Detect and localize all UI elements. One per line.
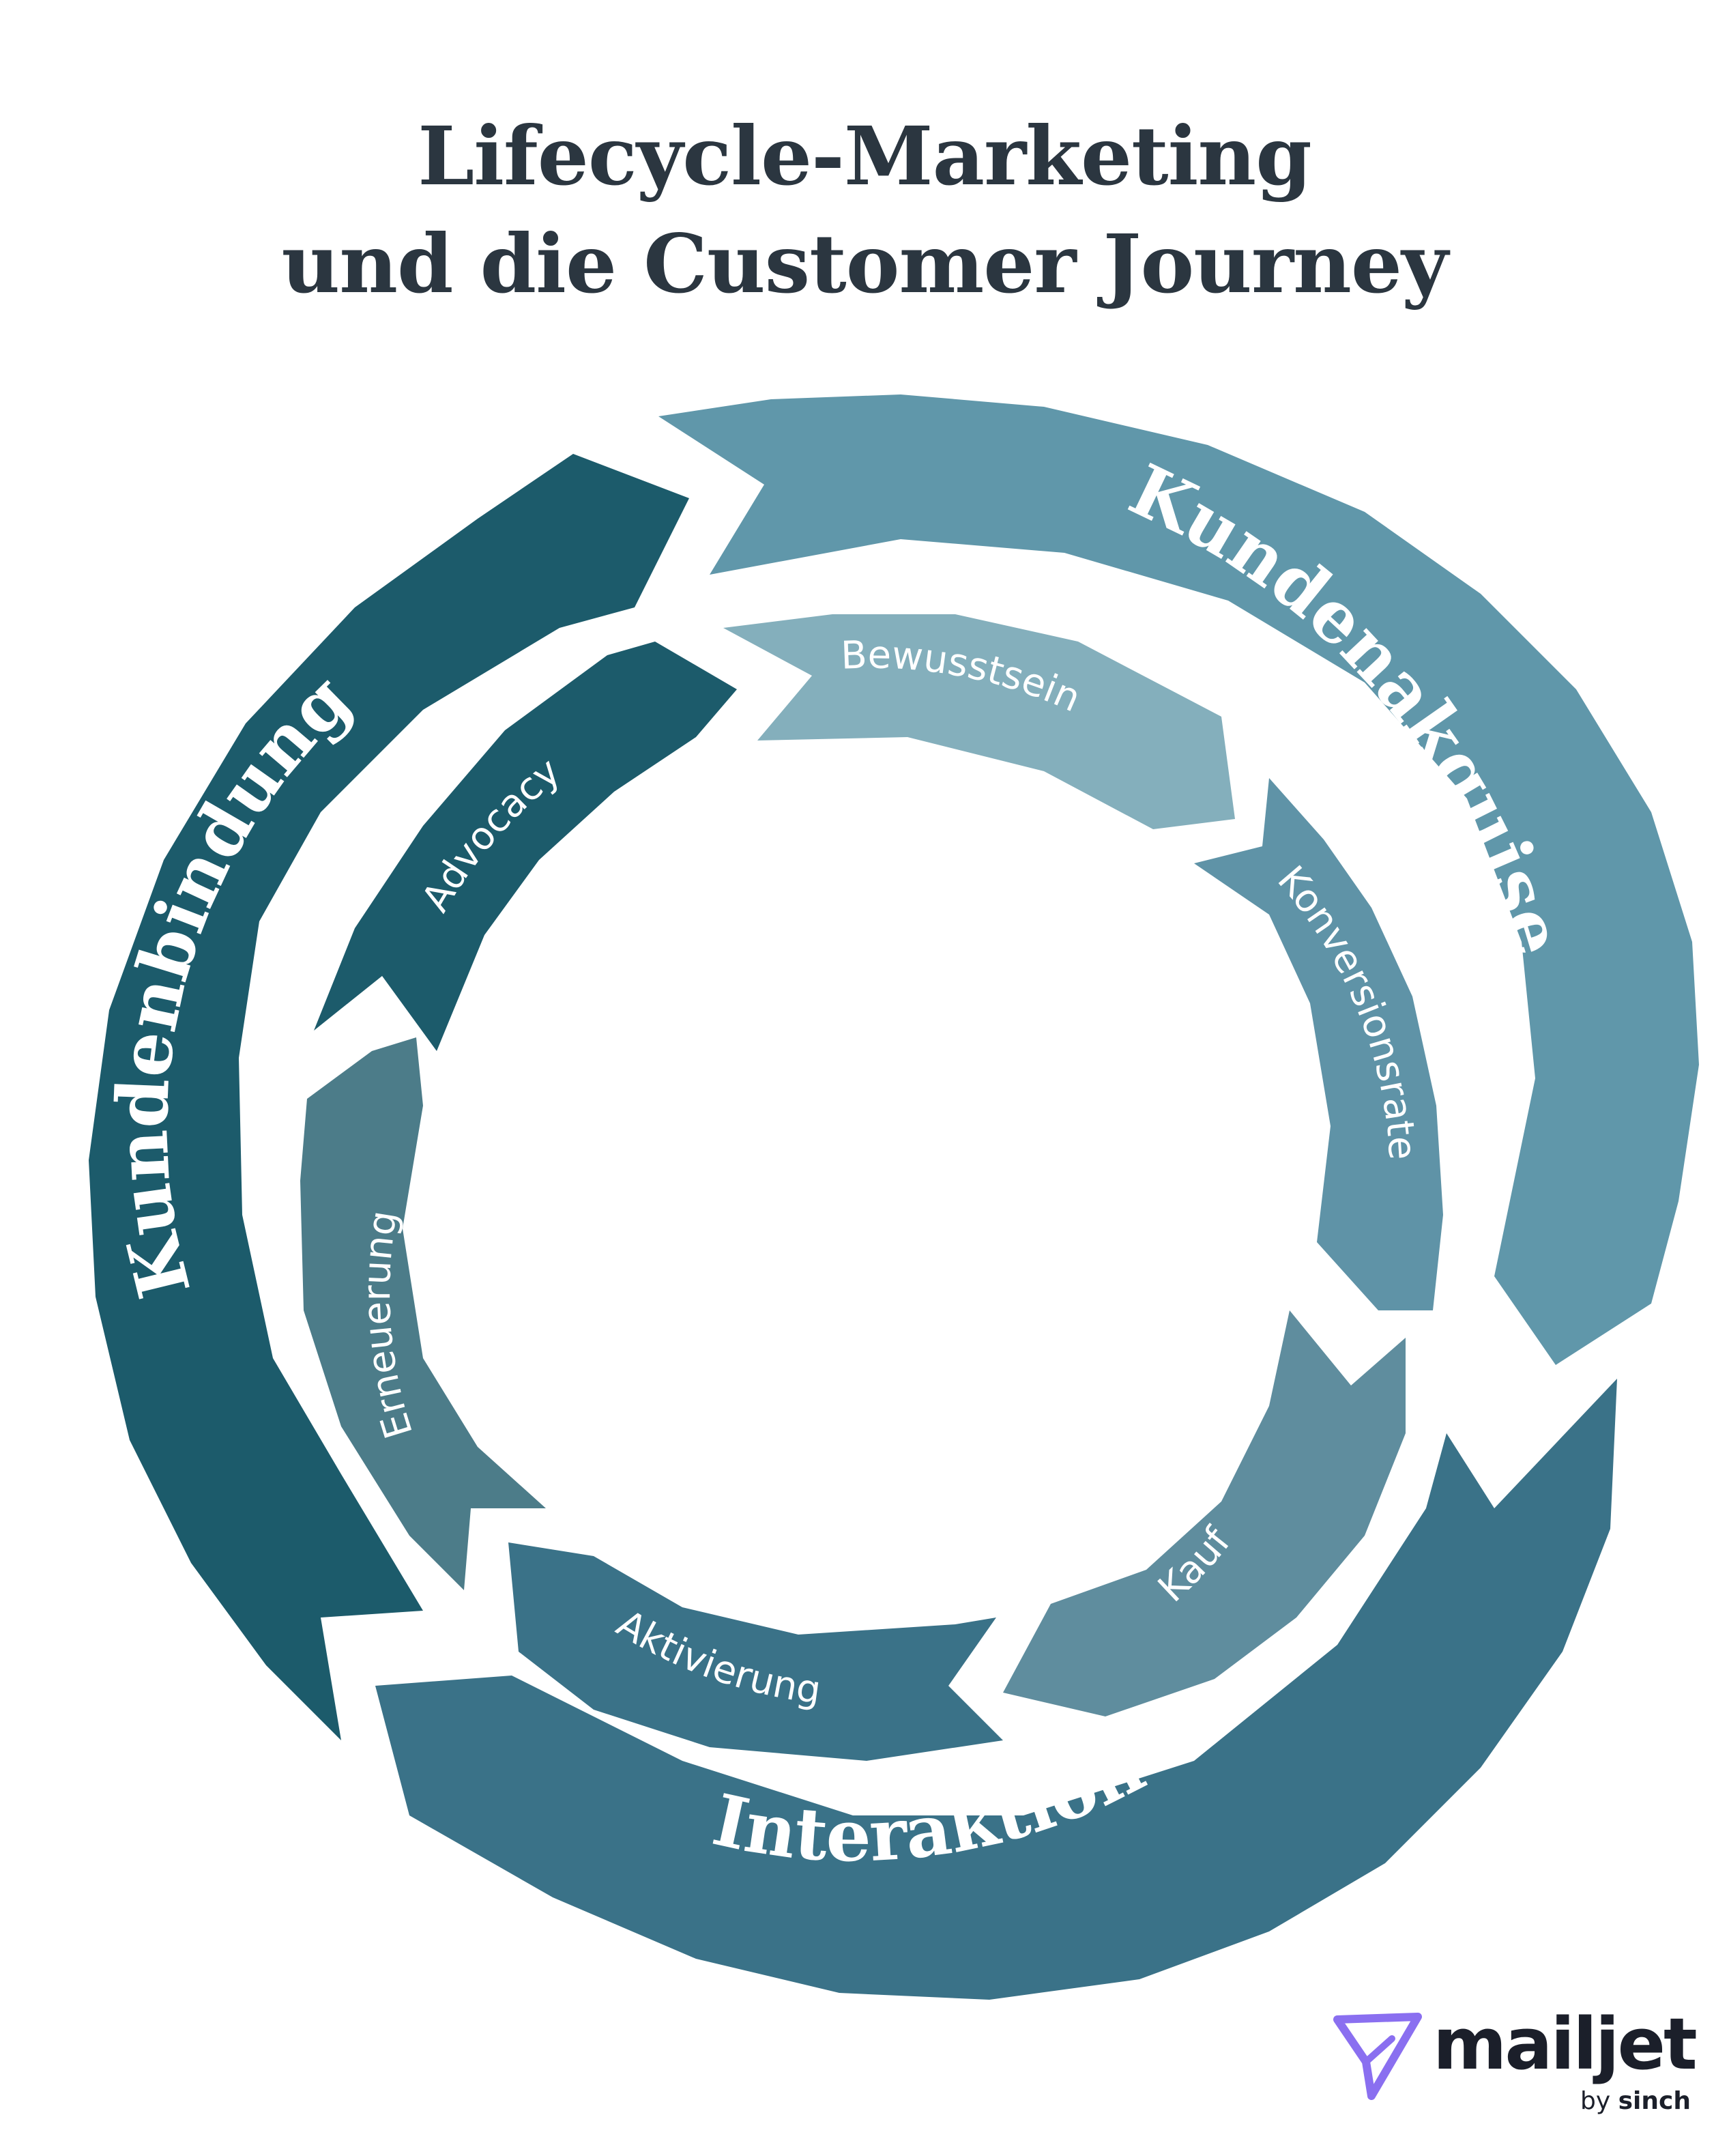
logo-brand: sinch xyxy=(1618,2087,1691,2115)
outer-arrow-kundenbindung xyxy=(89,454,689,1740)
title-line-2: und die Customer Journey xyxy=(281,216,1448,311)
inner-arrow-erneuerung xyxy=(300,1037,546,1590)
inner-arrow-kauf xyxy=(1003,1310,1406,1716)
inner-arrow-aktivierung xyxy=(508,1542,1003,1761)
inner-arrow-advocacy xyxy=(314,642,737,1051)
outer-arrow-interaktion xyxy=(375,1379,1617,2000)
inner-arrow-konversionsrate xyxy=(1194,778,1443,1310)
inner-arrow-bewusstsein xyxy=(723,614,1235,829)
title-line-1: Lifecycle-Marketing xyxy=(418,109,1311,203)
paper-plane-icon xyxy=(1333,2013,1422,2100)
mailjet-logo: mailjet by sinch xyxy=(1317,1999,1699,2129)
logo-byline: by sinch xyxy=(1580,2086,1691,2116)
logo-wordmark: mailjet xyxy=(1433,2002,1698,2086)
outer-arrow-kundenakquise xyxy=(658,394,1699,1365)
page-title: Lifecycle-Marketing und die Customer Jou… xyxy=(0,102,1729,318)
logo-by: by xyxy=(1580,2087,1611,2115)
